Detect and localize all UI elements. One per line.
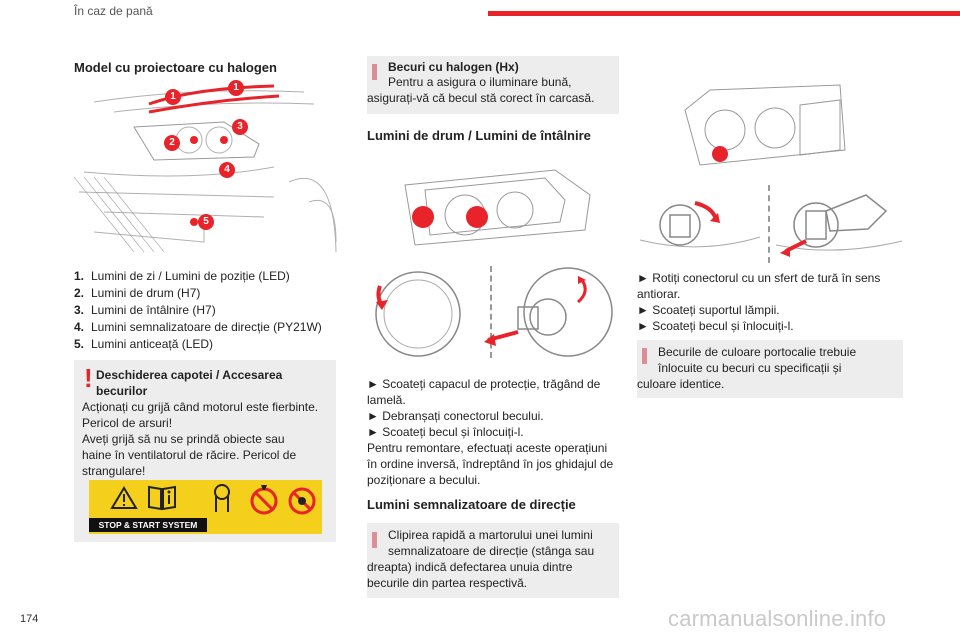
step-line: poziționare a becului. bbox=[367, 473, 481, 487]
step-line: ► Scoateți capacul de protecție, trăgând… bbox=[367, 377, 601, 391]
info-line: Pentru a asigura o iluminare bună, bbox=[388, 75, 572, 89]
info-line: culoare identice. bbox=[637, 377, 725, 391]
illustration-divider bbox=[490, 266, 492, 358]
info-icon bbox=[372, 64, 377, 80]
list-item: 5.Lumini anticeață (LED) bbox=[74, 337, 214, 351]
section-title-halogen: Model cu proiectoare cu halogen bbox=[74, 60, 277, 75]
manual-book-icon bbox=[148, 485, 176, 511]
info-box-orange-bulbs bbox=[637, 340, 903, 398]
step-line: ► Scoateți becul și înlocuiți-l. bbox=[637, 319, 794, 333]
step-line: Pentru remontare, efectuați aceste opera… bbox=[367, 441, 608, 455]
step-line: ► Debranșați conectorul becului. bbox=[367, 409, 544, 423]
list-item: 1.Lumini de zi / Lumini de poziție (LED) bbox=[74, 269, 290, 283]
fan-belt-icon bbox=[214, 484, 230, 512]
warning-line: strangulare! bbox=[82, 464, 146, 478]
list-item: 4.Lumini semnalizatoare de direcție (PY2… bbox=[74, 320, 322, 334]
headlight-location-illustration bbox=[73, 90, 337, 253]
warning-icon: ! bbox=[84, 363, 93, 393]
watermark: carmanualsonline.info bbox=[668, 606, 887, 631]
callout-1a: 1 bbox=[165, 89, 181, 105]
warning-triangle-icon bbox=[110, 486, 138, 509]
info-line: becurile din partea respectivă. bbox=[367, 576, 528, 590]
warning-title-2: becurilor bbox=[96, 384, 148, 398]
warning-line: Pericol de arsuri! bbox=[82, 416, 173, 430]
no-tie-icon bbox=[250, 485, 278, 515]
info-box-turn-signals bbox=[367, 523, 619, 598]
info-line: asigurați-vă că becul stă corect în carc… bbox=[367, 91, 595, 105]
info-line: înlocuite cu becuri cu specificații și bbox=[658, 361, 842, 375]
cover-removal-illustration bbox=[375, 271, 461, 357]
callout-1b: 1 bbox=[228, 80, 244, 96]
callout-4: 4 bbox=[219, 162, 235, 178]
section-subtitle-high-low-beam: Lumini de drum / Lumini de întâlnire bbox=[367, 128, 591, 143]
connector-rotate-illustration bbox=[639, 201, 761, 248]
illustration-divider bbox=[768, 185, 770, 263]
stop-start-label: STOP & START SYSTEM bbox=[89, 518, 207, 532]
header-red-bar bbox=[488, 11, 960, 16]
section-subtitle-turn-signals: Lumini semnalizatoare de direcție bbox=[367, 497, 576, 512]
chapter-title: În caz de pană bbox=[74, 4, 153, 18]
info-line: semnalizatoare de direcție (stânga sau bbox=[388, 544, 595, 558]
callout-5: 5 bbox=[198, 214, 214, 230]
info-line: Becurile de culoare portocalie trebuie bbox=[658, 345, 857, 359]
callout-3: 3 bbox=[232, 119, 248, 135]
turn-signal-unit-illustration bbox=[684, 84, 846, 166]
bulb-replace-illustration bbox=[775, 194, 903, 257]
warning-title-1: Deschiderea capotei / Accesarea bbox=[96, 368, 283, 382]
headlight-callouts bbox=[148, 84, 280, 226]
page-number: 174 bbox=[20, 613, 39, 625]
info-title: Becuri cu halogen (Hx) bbox=[388, 60, 519, 74]
step-line: ► Scoateți becul și înlocuiți-l. bbox=[367, 425, 524, 439]
info-box-halogen bbox=[367, 56, 619, 114]
list-item: 3.Lumini de întâlnire (H7) bbox=[74, 303, 216, 317]
callout-2: 2 bbox=[164, 135, 180, 151]
list-item: 2.Lumini de drum (H7) bbox=[74, 286, 201, 300]
info-icon bbox=[642, 348, 647, 364]
info-line: dreapta) indică defectarea unuia dintre bbox=[367, 560, 573, 574]
safety-pictograms-banner: STOP & START SYSTEM bbox=[89, 480, 322, 534]
step-line: antiorar. bbox=[637, 287, 681, 301]
bulb-removal-illustration bbox=[484, 267, 613, 357]
no-hand-icon bbox=[288, 487, 316, 515]
warning-line: Aveți grijă să nu se prindă obiecte sau bbox=[82, 432, 285, 446]
headlamp-unit-illustration bbox=[404, 169, 591, 246]
info-icon bbox=[372, 532, 377, 548]
warning-line: Acționați cu grijă când motorul este fie… bbox=[82, 400, 319, 414]
step-line: ► Scoateți suportul lămpii. bbox=[637, 303, 780, 317]
step-line: ► Rotiți conectorul cu un sfert de tură … bbox=[637, 271, 881, 285]
warning-line: haine în ventilatorul de răcire. Pericol… bbox=[82, 448, 297, 462]
info-line: Clipirea rapidă a martorului unei lumini bbox=[388, 528, 593, 542]
step-line: în ordine inversă, îndreptând în jos ghi… bbox=[367, 457, 614, 471]
step-line: lamelă. bbox=[367, 393, 406, 407]
